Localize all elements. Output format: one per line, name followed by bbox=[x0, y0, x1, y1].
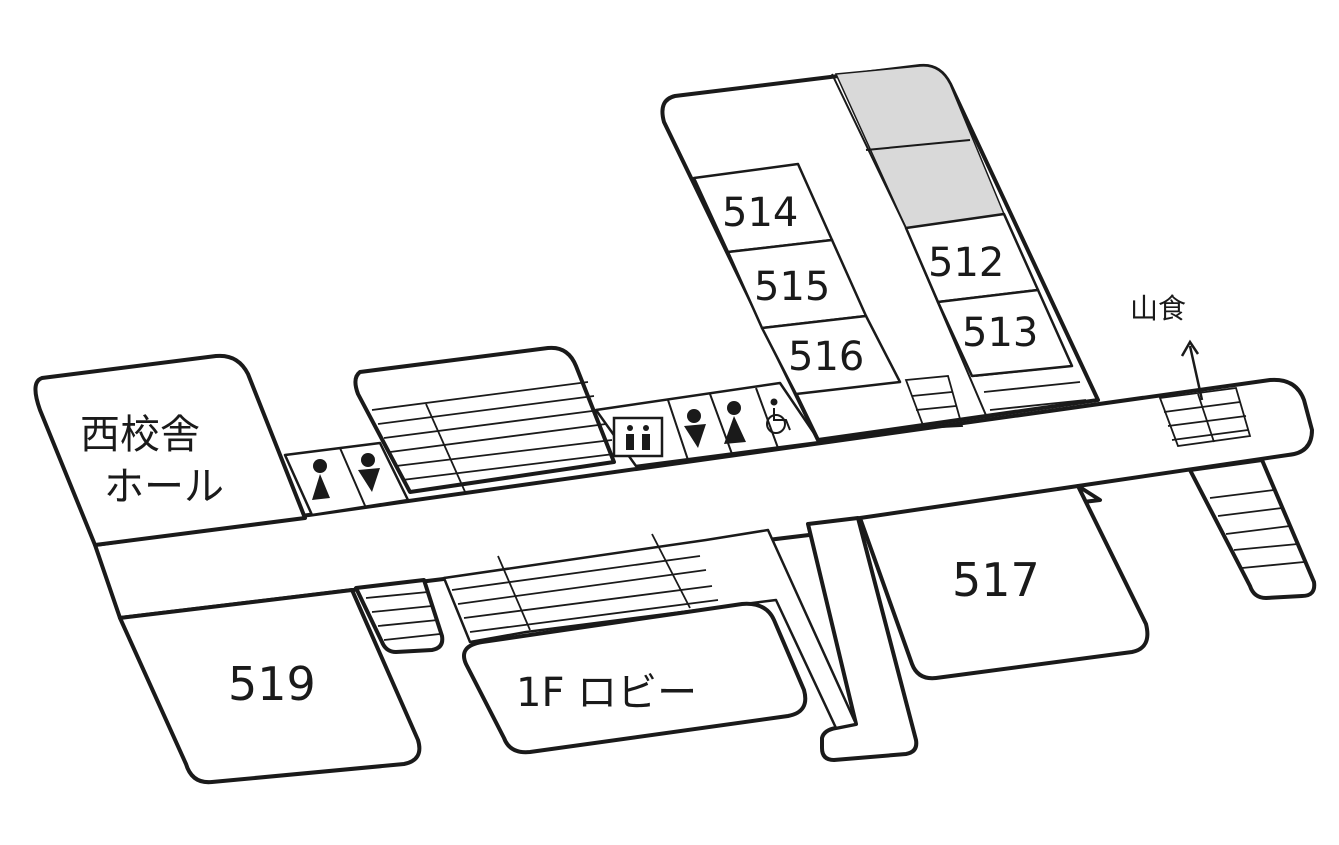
narrow-corridor bbox=[806, 516, 919, 762]
room-516-label: 516 bbox=[788, 334, 864, 380]
west-hall-area bbox=[33, 353, 307, 547]
central-stairs bbox=[371, 381, 615, 495]
male-restroom-icon bbox=[684, 409, 706, 448]
female-restroom-icon bbox=[312, 459, 330, 500]
west-hall-label-line2: ホール bbox=[104, 464, 224, 510]
up-arrow-icon bbox=[1180, 339, 1204, 401]
lower-left-stairs bbox=[365, 591, 441, 641]
room-514-label: 514 bbox=[722, 190, 798, 236]
male-restroom-icon bbox=[358, 453, 380, 492]
room-517 bbox=[858, 484, 1150, 681]
main-corridor bbox=[93, 377, 1314, 620]
wing-stairs-right bbox=[975, 365, 1087, 411]
female-restroom-icon bbox=[724, 401, 746, 444]
room-517-label: 517 bbox=[952, 553, 1040, 607]
central-stair-block bbox=[353, 345, 616, 494]
east-stair-wing bbox=[1188, 458, 1317, 600]
elevator-icon bbox=[612, 416, 664, 458]
accessible-restroom-icon bbox=[766, 398, 791, 434]
lobby-1f bbox=[462, 601, 808, 755]
lobby-label: 1F ロビー bbox=[516, 670, 697, 716]
east-stairs-upper bbox=[1158, 387, 1252, 447]
lower-center-stair-block bbox=[442, 528, 858, 730]
room-515-label: 515 bbox=[754, 264, 830, 310]
direction-label: 山食 bbox=[1130, 292, 1186, 325]
east-stairs-lower bbox=[1209, 489, 1305, 569]
room-513-label: 513 bbox=[962, 310, 1038, 356]
wing-stairs-left bbox=[904, 375, 964, 429]
room-516 bbox=[760, 314, 902, 396]
room-519 bbox=[118, 588, 422, 785]
lower-left-stair-block bbox=[354, 578, 445, 654]
lower-center-stairs bbox=[451, 533, 719, 633]
room-519-label: 519 bbox=[228, 657, 316, 711]
restricted-area bbox=[834, 65, 1006, 229]
room-512-label: 512 bbox=[928, 240, 1004, 286]
west-hall-label-line1: 西校舎 bbox=[80, 412, 200, 458]
